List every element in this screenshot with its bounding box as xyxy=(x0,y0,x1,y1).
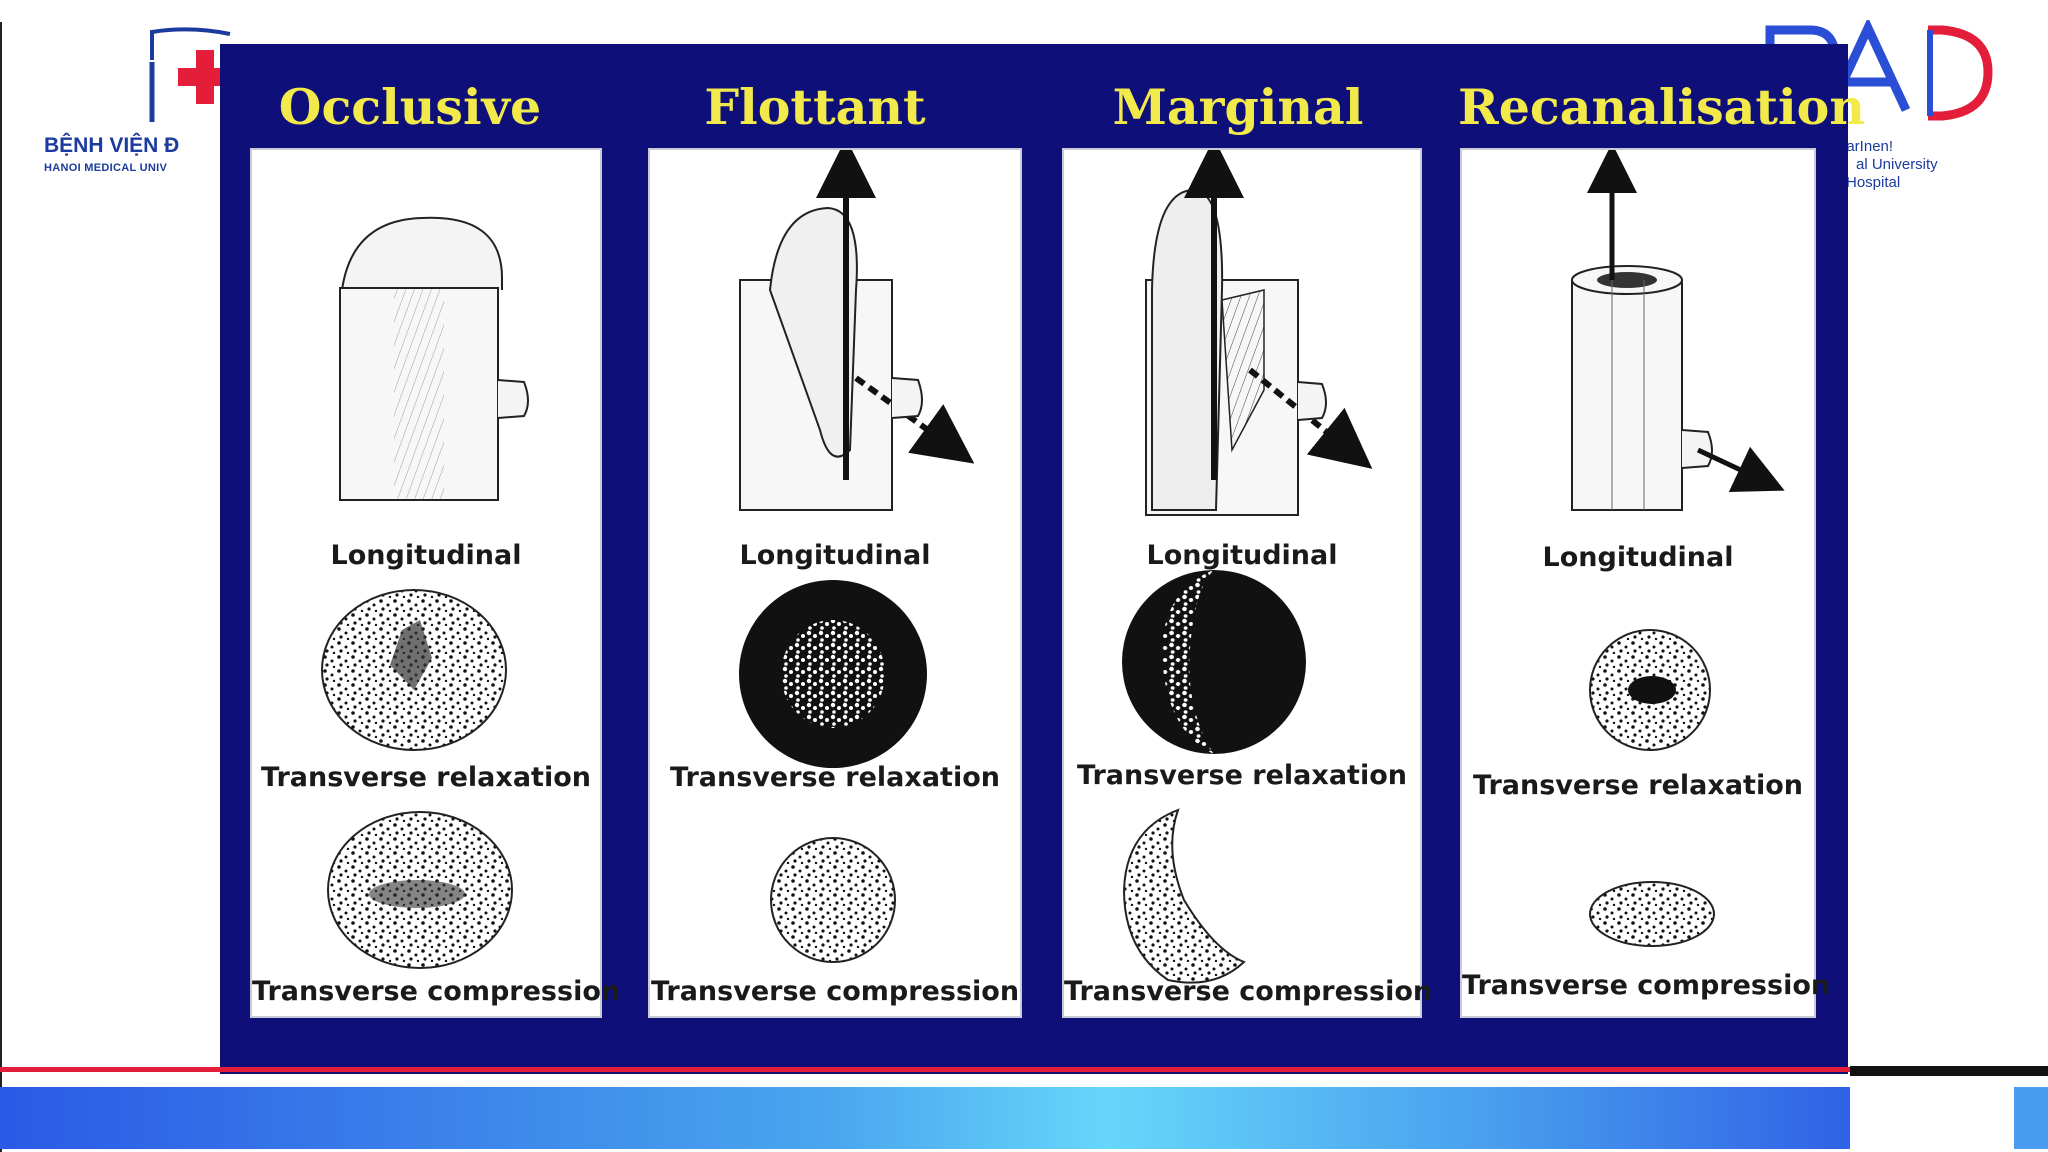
hospital-name: BỆNH VIỆN Đ xyxy=(44,134,180,157)
label-flottant-relaxation: Transverse relaxation xyxy=(670,762,1000,793)
recanalisation-illustration xyxy=(1571,150,1785,947)
hospital-logo-left: BỆNH VIỆN Đ HANOI MEDICAL UNIV xyxy=(40,22,240,182)
label-flottant-compression: Transverse compression xyxy=(650,976,1020,1007)
thrombus-types-slide: Occlusive Longitudinal Transverse relaxa… xyxy=(220,44,1865,1074)
rad-logo-line1: oarInen! xyxy=(1838,138,1894,155)
label-marginal-compression: Transverse compression xyxy=(1064,976,1433,1007)
left-edge-line xyxy=(0,22,2,1152)
hospital-cross-icon xyxy=(149,27,232,122)
label-recanalisation-relaxation: Transverse relaxation xyxy=(1473,770,1803,801)
panel-recanalisation: Longitudinal Transverse relaxation Trans… xyxy=(1460,148,1831,1018)
title-marginal: Marginal xyxy=(1112,78,1364,136)
rad-logo-line3: Hospital xyxy=(1846,174,1901,191)
rad-logo-line2: al University xyxy=(1856,156,1938,173)
label-occlusive-relaxation: Transverse relaxation xyxy=(261,762,591,793)
occlusive-illustration xyxy=(321,216,529,969)
label-marginal-relaxation: Transverse relaxation xyxy=(1077,760,1407,791)
footer-red-line xyxy=(0,1067,1850,1072)
title-flottant: Flottant xyxy=(704,78,926,136)
label-flottant-longitudinal: Longitudinal xyxy=(739,540,931,571)
label-marginal-longitudinal: Longitudinal xyxy=(1146,540,1338,571)
title-occlusive: Occlusive xyxy=(278,78,542,136)
panel-occlusive: Longitudinal Transverse relaxation Trans… xyxy=(250,148,621,1018)
footer-gradient-bar xyxy=(0,1087,1850,1149)
marginal-illustration xyxy=(1122,150,1373,984)
flottant-illustration xyxy=(739,150,975,963)
label-recanalisation-longitudinal: Longitudinal xyxy=(1542,542,1734,573)
label-recanalisation-compression: Transverse compression xyxy=(1462,970,1831,1001)
panel-flottant: Longitudinal Transverse relaxation Trans… xyxy=(648,148,1022,1018)
label-occlusive-longitudinal: Longitudinal xyxy=(330,540,522,571)
footer-black-line xyxy=(1850,1066,2048,1076)
hospital-subtitle: HANOI MEDICAL UNIV xyxy=(44,162,168,174)
footer-gradient-bar-right xyxy=(2014,1087,2048,1149)
panel-marginal: Longitudinal Transverse relaxation Trans… xyxy=(1062,148,1433,1018)
title-recanalisation: Recanalisation xyxy=(1458,78,1865,136)
label-occlusive-compression: Transverse compression xyxy=(252,976,621,1007)
